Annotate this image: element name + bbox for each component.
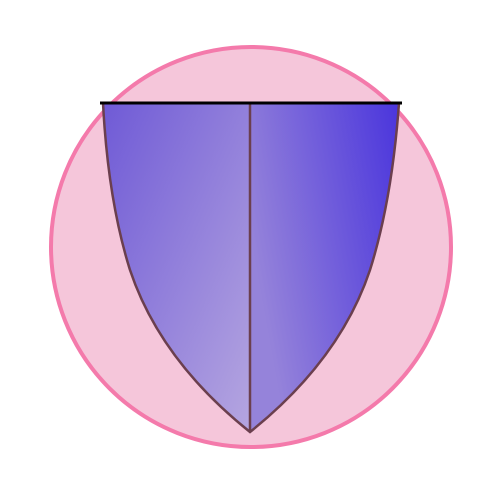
shield-right-half — [250, 103, 399, 432]
shield-left-half — [103, 103, 250, 432]
